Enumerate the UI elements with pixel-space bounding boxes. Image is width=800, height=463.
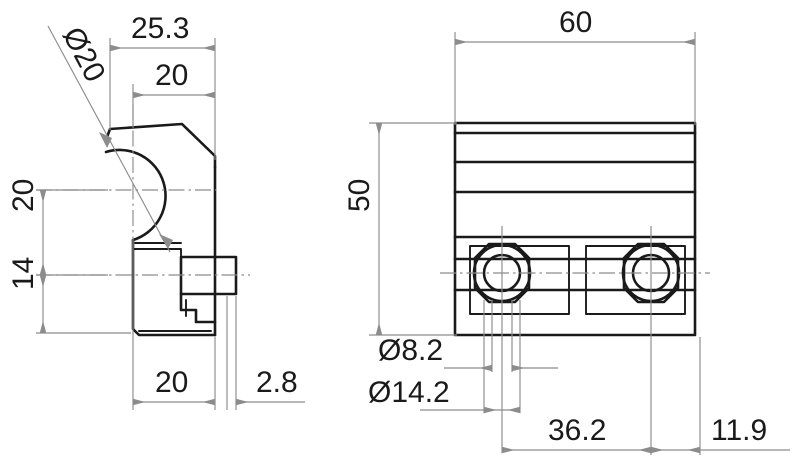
dimension-label-36-2: 36.2 [548,414,606,447]
dimension-36-2: 36.2 [501,414,652,454]
dimension-label-20-top: 20 [155,59,188,92]
dimension-20-bottom: 20 [132,243,216,410]
left-view-ledge-lines [132,242,182,258]
dimension-label-20-bottom: 20 [155,366,188,399]
dimension-dia8-2: Ø8.2 [378,334,558,372]
dimension-20-vertical: 20 [7,179,108,276]
left-view-geometry [104,122,238,337]
dimension-label-60: 60 [559,6,592,39]
dimension-50: 50 [343,122,457,336]
dia20-arrowhead-upper [99,132,112,148]
dia20-arrowhead-lower [159,234,173,249]
dimension-25-3: 25.3 [109,12,216,160]
dimension-60: 60 [454,6,696,125]
right-view-geometry [453,121,697,337]
left-view-keyway-notch [179,292,217,324]
dimension-label-dia14-2: Ø14.2 [368,376,450,409]
dimension-14-vertical: 14 [7,257,131,334]
dimension-label-25-3: 25.3 [131,12,189,45]
dimension-dia14-2: Ø14.2 [368,376,521,414]
dimension-label-11-9: 11.9 [711,414,767,447]
dimension-label-dia8-2: Ø8.2 [378,334,443,367]
dimension-20-top: 20 [132,59,216,128]
dimension-label-14-vertical: 14 [7,257,40,290]
dimension-2-8: 2.8 [226,296,305,410]
left-view-bore-arc [104,148,167,242]
dimension-11-9: 11.9 [650,337,790,455]
left-view-interior-edges [138,299,212,332]
dimension-label-20-vertical: 20 [7,179,40,212]
right-view-block-outline [453,121,697,337]
dimension-label-2-8: 2.8 [256,366,298,399]
dimension-label-dia20: Ø20 [56,22,112,88]
dimension-label-50: 50 [343,179,376,212]
left-view-clamp-top-outline [104,122,217,169]
